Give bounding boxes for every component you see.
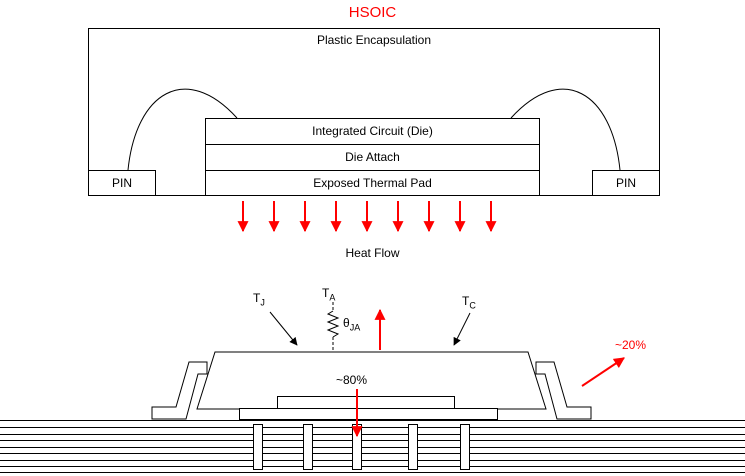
board-heat-share-label: ~80% <box>336 373 368 387</box>
pin-left-label: PIN <box>111 176 132 190</box>
pin-right-rect <box>592 170 660 196</box>
tj-pointer-arrow <box>269 311 298 346</box>
lead-left <box>151 361 208 420</box>
theta-ja-resistor <box>326 310 340 338</box>
thermal-via <box>408 424 418 470</box>
lead-heat-share-label: ~20% <box>615 338 647 352</box>
die-rect <box>205 118 540 145</box>
mounted-package <box>151 351 592 420</box>
package-cross-section <box>88 28 660 196</box>
exposed-pad-bottom-rect <box>239 408 498 420</box>
theta-ja-label: θJA <box>343 316 361 333</box>
pin-left-rect <box>88 170 156 196</box>
thermal-via <box>460 424 470 470</box>
tc-pointer-arrow <box>453 312 471 346</box>
bond-wire-right <box>510 88 621 171</box>
pcb-board <box>0 420 745 473</box>
annotation-arrows <box>269 302 625 438</box>
die-bottom-rect <box>277 396 455 409</box>
lead-heat-arrow <box>581 357 625 387</box>
thermal-via <box>253 424 263 470</box>
diagram-title: HSOIC <box>348 4 397 21</box>
plastic-encapsulation-label: Plastic Encapsulation <box>316 33 432 47</box>
die-attach-rect <box>205 144 540 171</box>
thermal-vias <box>253 424 470 470</box>
exposed-thermal-pad-label: Exposed Thermal Pad <box>313 176 432 190</box>
pin-right-label: PIN <box>615 176 636 190</box>
thermal-pad-rect <box>205 170 540 196</box>
case-temp-label: TC <box>462 294 476 311</box>
junction-temp-label: TJ <box>253 291 265 308</box>
ambient-temp-label: TA <box>322 286 336 303</box>
bond-wire-left <box>127 88 238 171</box>
integrated-circuit-die-label: Integrated Circuit (Die) <box>312 124 433 138</box>
heat-flow-arrows <box>237 201 497 233</box>
heat-flow-label: Heat Flow <box>345 246 400 260</box>
thermal-via <box>303 424 313 470</box>
lead-right <box>535 361 592 420</box>
package-body <box>196 351 547 410</box>
die-attach-label: Die Attach <box>345 150 400 164</box>
